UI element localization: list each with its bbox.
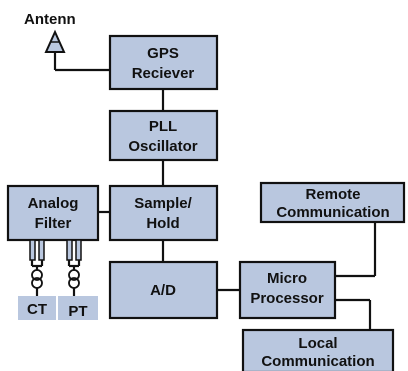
- analog-filter-block: Analog Filter: [6, 184, 100, 242]
- remote-label-line1: Remote: [305, 186, 360, 203]
- sample-hold-block: Sample/ Hold: [108, 184, 219, 242]
- gps-label-line2: Reciever: [132, 65, 195, 82]
- gps-label-line1: GPS: [147, 45, 179, 62]
- ct-label-group: CT: [18, 296, 56, 320]
- pt-label: PT: [68, 303, 87, 320]
- antenna-label: Antenn: [24, 11, 76, 28]
- ad-label: A/D: [150, 282, 176, 299]
- sensor-connectors: [29, 239, 82, 296]
- local-label-line1: Local: [298, 335, 337, 352]
- ct-transformer-icon: [31, 269, 43, 289]
- connection-lines: [53, 50, 377, 330]
- pll-label-line2: Oscillator: [128, 138, 197, 155]
- analog-filter-label-line2: Filter: [35, 215, 72, 232]
- pll-label-line1: PLL: [149, 118, 177, 135]
- sample-hold-label-line1: Sample/: [134, 195, 192, 212]
- local-label-line2: Communication: [261, 353, 374, 370]
- ad-converter-block: A/D: [108, 260, 219, 320]
- antenna: Antenn: [24, 11, 76, 53]
- local-communication-block: Local Communication: [241, 328, 395, 371]
- ct-label: CT: [27, 301, 47, 318]
- pll-oscillator-block: PLL Oscillator: [108, 109, 219, 162]
- pt-label-group: PT: [58, 296, 98, 320]
- micro-label-line1: Micro: [267, 270, 307, 287]
- micro-processor-block: Micro Processor: [238, 260, 337, 320]
- remote-label-line2: Communication: [276, 204, 389, 221]
- micro-label-line2: Processor: [250, 290, 324, 307]
- gps-receiver-block: GPS Reciever: [108, 34, 219, 91]
- remote-communication-block: Remote Communication: [259, 181, 406, 224]
- sample-hold-label-line2: Hold: [146, 215, 179, 232]
- pt-transformer-icon: [68, 269, 80, 289]
- analog-filter-label-line1: Analog: [28, 195, 79, 212]
